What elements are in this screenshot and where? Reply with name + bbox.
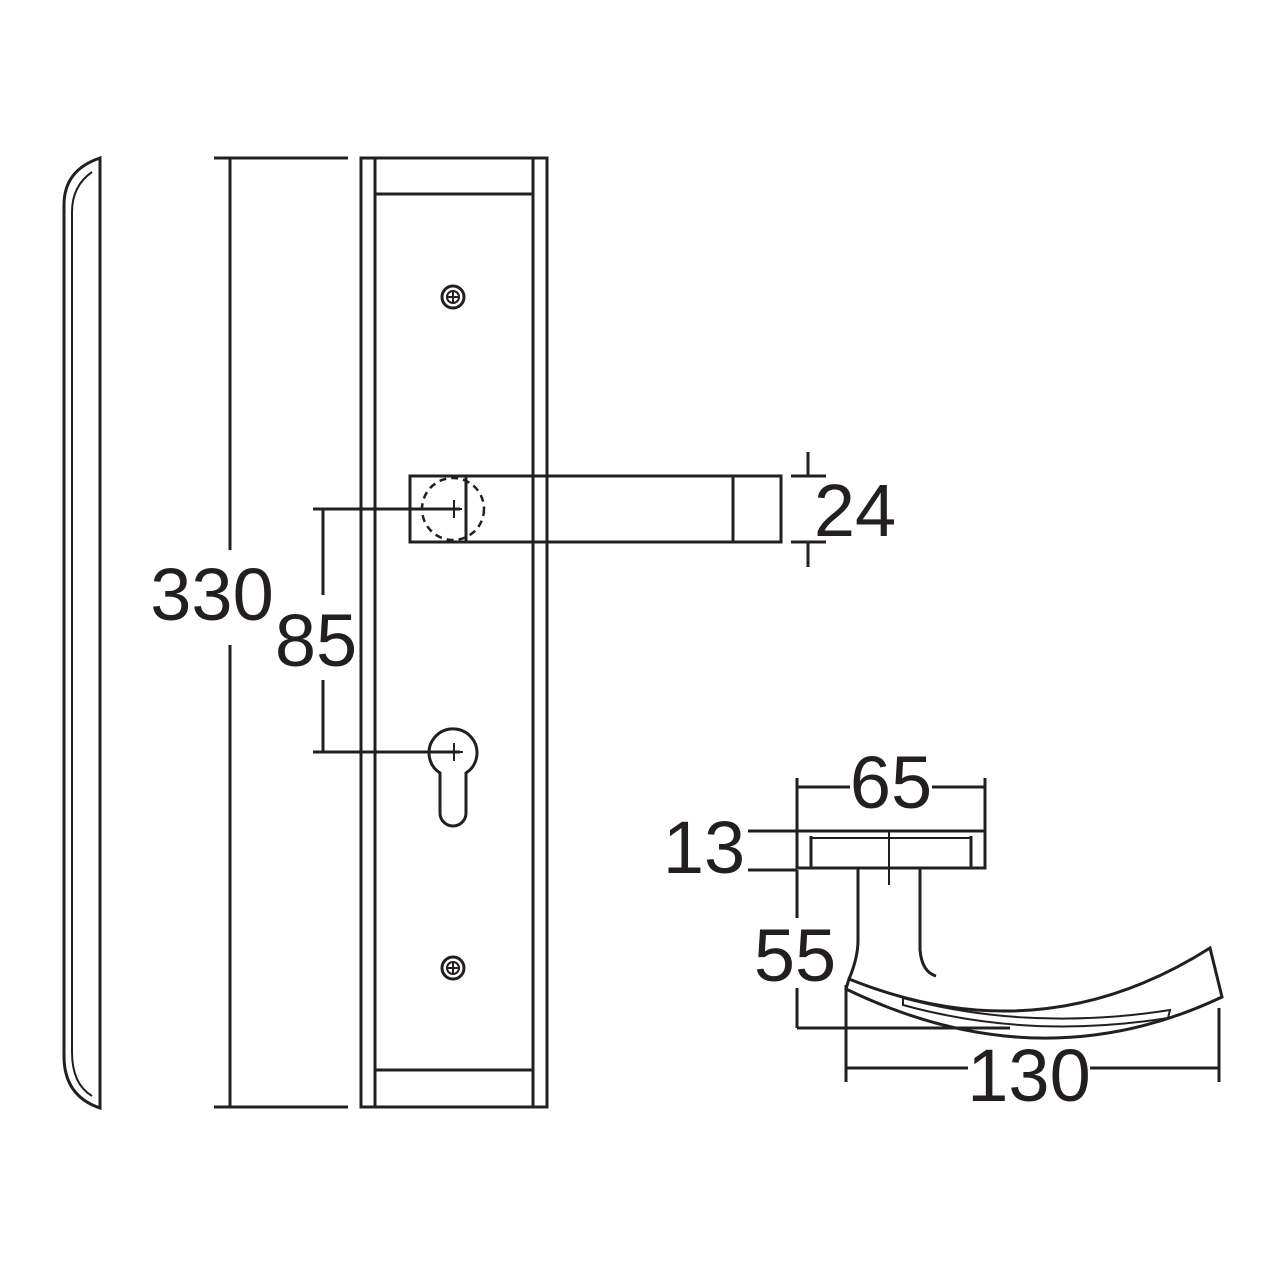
height-dimension: 330	[150, 156, 348, 1109]
bottom-screw-icon	[440, 955, 466, 981]
spindle-distance-label: 85	[275, 599, 357, 682]
backplate-side-profile	[62, 155, 102, 1111]
lever-side-view	[795, 829, 1224, 1040]
height-dimension-label: 330	[150, 553, 273, 636]
lever-length-dimension: 130	[844, 985, 1221, 1117]
rose-length-dimension: 65	[795, 741, 987, 831]
lever-width-label: 24	[814, 469, 896, 552]
rose-thickness-label: 13	[663, 806, 745, 889]
lever-projection-dimension: 55	[754, 870, 1010, 1030]
rose-length-label: 65	[850, 741, 932, 824]
rose-thickness-dimension: 13	[663, 806, 797, 889]
lever-length-label: 130	[967, 1034, 1090, 1117]
lever-front-view	[408, 474, 783, 544]
spindle-distance-dimension: 85	[275, 507, 460, 754]
top-screw-icon	[440, 284, 466, 310]
lever-width-dimension: 24	[791, 452, 896, 567]
keyhole-cylinder	[427, 727, 479, 828]
lever-projection-label: 55	[754, 914, 836, 997]
front-backplate	[359, 156, 549, 1109]
